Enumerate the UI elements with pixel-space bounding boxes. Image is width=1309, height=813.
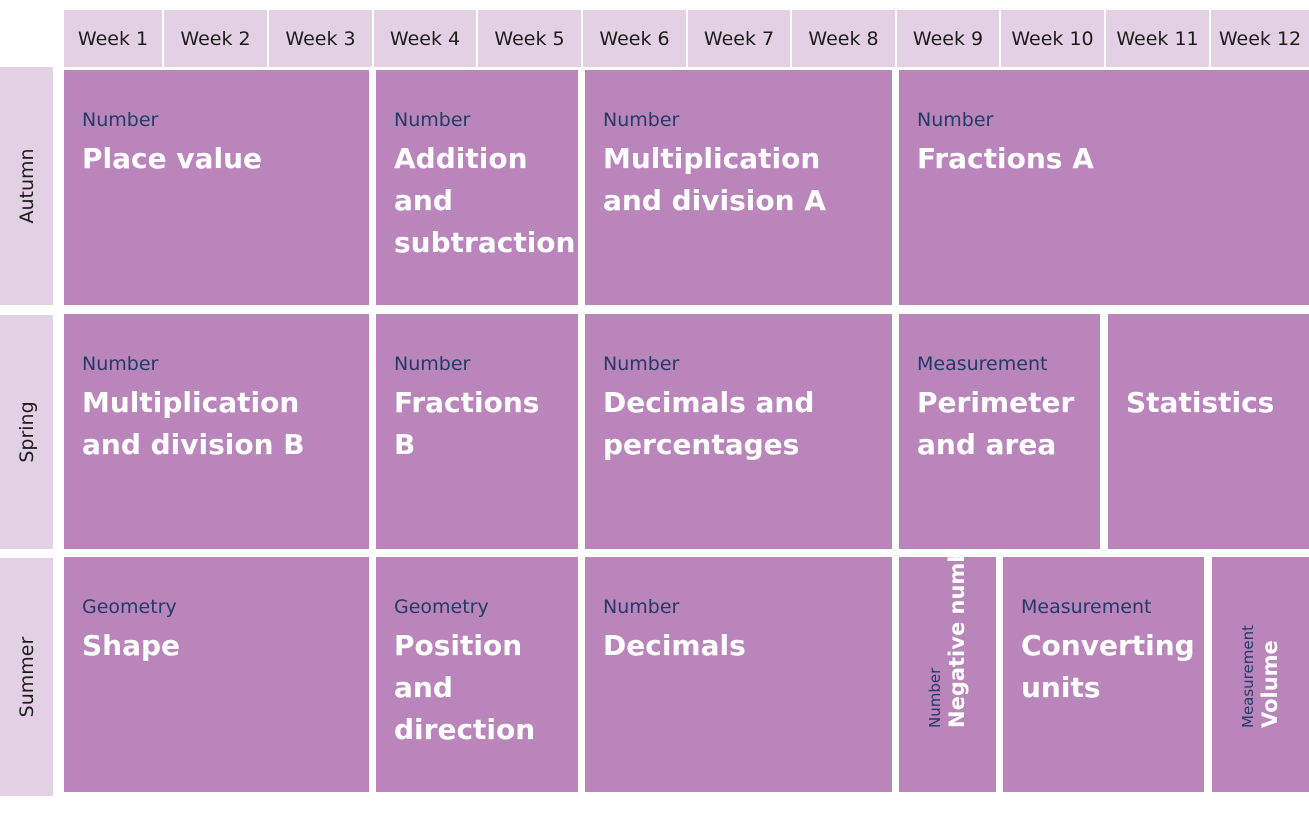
block-statistics: Statistics (1108, 314, 1309, 549)
term-spring: Spring (0, 315, 53, 549)
strand-label: Measurement (917, 353, 1048, 375)
strand-label: Number (603, 353, 680, 375)
strand-label: Geometry (394, 596, 489, 618)
strand-label: Number (917, 109, 994, 131)
block-volume: Measurement Volume (1212, 557, 1309, 792)
topic-title: Converting units (1021, 629, 1195, 704)
topic-title: Fractions A (917, 142, 1094, 175)
block-fractions-b: Number Fractions B (376, 314, 578, 549)
topic-title: Shape (82, 629, 181, 662)
strand-label: Number (925, 667, 944, 728)
topic-title: Negative numbers (944, 557, 969, 728)
strand-label: Number (82, 109, 159, 131)
block-addition-subtraction: Number Addition and subtraction (376, 70, 578, 305)
topic-title: Multiplication and division B (82, 386, 305, 461)
strand-label: Number (82, 353, 159, 375)
week-header-7: Week 7 (688, 10, 790, 67)
topic-title: Decimals and percentages (603, 386, 815, 461)
term-autumn: Autumn (0, 67, 53, 305)
block-decimals: Number Decimals (585, 557, 892, 792)
block-multiplication-division-b: Number Multiplication and division B (64, 314, 369, 549)
week-header-2: Week 2 (164, 10, 267, 67)
strand-label: Number (394, 353, 471, 375)
topic-title: Multiplication and division A (603, 142, 826, 217)
week-header-3: Week 3 (269, 10, 372, 67)
strand-label: Number (603, 109, 680, 131)
block-perimeter-area: Measurement Perimeter and area (899, 314, 1100, 549)
topic-title: Statistics (1126, 386, 1275, 419)
week-header-10: Week 10 (1001, 10, 1104, 67)
block-shape: Geometry Shape (64, 557, 369, 792)
topic-title: Position and direction (394, 629, 536, 746)
week-header-12: Week 12 (1211, 10, 1309, 67)
term-label: Spring (15, 401, 38, 463)
strand-label: Measurement (1021, 596, 1152, 618)
block-decimals-percentages: Number Decimals and percentages (585, 314, 892, 549)
topic-title: Perimeter and area (917, 386, 1075, 461)
week-header-4: Week 4 (374, 10, 476, 67)
term-summer: Summer (0, 558, 53, 796)
block-position-direction: Geometry Position and direction (376, 557, 578, 792)
block-negative-numbers: Number Negative numbers (899, 557, 996, 792)
term-label: Autumn (15, 148, 38, 224)
week-header-9: Week 9 (897, 10, 999, 67)
week-header-11: Week 11 (1106, 10, 1209, 67)
block-converting-units: Measurement Converting units (1003, 557, 1204, 792)
block-place-value: Number Place value (64, 70, 369, 305)
week-header-6: Week 6 (583, 10, 686, 67)
strand-label: Number (603, 596, 680, 618)
week-header-5: Week 5 (478, 10, 581, 67)
term-label: Summer (15, 636, 38, 718)
block-multiplication-division-a: Number Multiplication and division A (585, 70, 892, 305)
topic-title: Decimals (603, 629, 746, 662)
topic-title: Addition and subtraction (394, 142, 576, 259)
strand-label: Measurement (1238, 625, 1257, 728)
topic-title: Place value (82, 142, 263, 175)
week-header-1: Week 1 (64, 10, 162, 67)
topic-title: Volume (1257, 640, 1282, 728)
strand-label: Geometry (82, 596, 177, 618)
topic-title: Fractions B (394, 386, 540, 461)
strand-label: Number (394, 109, 471, 131)
block-fractions-a: Number Fractions A (899, 70, 1309, 305)
week-header-8: Week 8 (792, 10, 895, 67)
